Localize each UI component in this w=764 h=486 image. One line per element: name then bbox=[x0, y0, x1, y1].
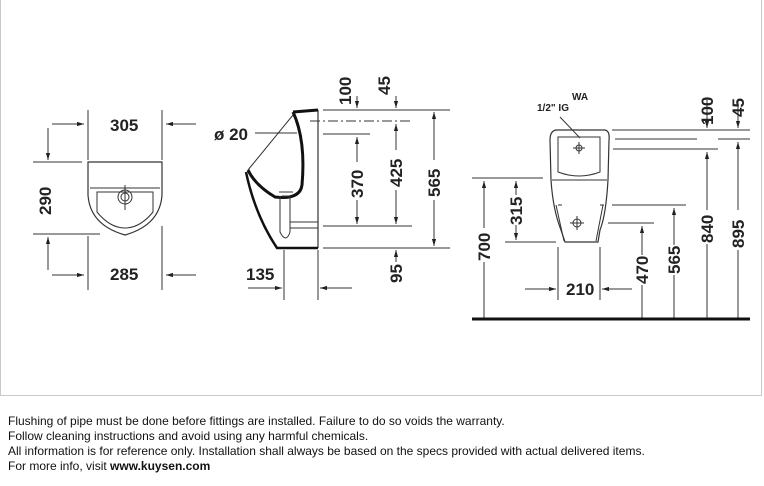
dim-285: 285 bbox=[110, 265, 138, 284]
dim-210: 210 bbox=[566, 280, 594, 299]
drawing-frame bbox=[0, 0, 762, 396]
dim-895: 895 bbox=[729, 220, 748, 248]
dim-700: 700 bbox=[475, 233, 494, 261]
technical-drawing: 305 290 285 ø 20 100 45 370 425 565 95 1… bbox=[33, 76, 750, 321]
dim-370: 370 bbox=[348, 170, 367, 198]
dim-side-100: 100 bbox=[336, 77, 355, 105]
water-inlet-label: WA bbox=[572, 92, 588, 103]
dim-front-100: 100 bbox=[698, 97, 717, 125]
dim-135: 135 bbox=[246, 265, 274, 284]
more-info-text: For more info, visit bbox=[8, 459, 111, 473]
dim-front-565: 565 bbox=[665, 246, 684, 274]
dim-425: 425 bbox=[387, 159, 406, 187]
dim-840: 840 bbox=[698, 215, 717, 243]
note-more-info: For more info, visit www.kuysen.com bbox=[8, 459, 645, 474]
dim-diameter-20: ø 20 bbox=[214, 125, 248, 144]
dim-front-45: 45 bbox=[729, 98, 748, 117]
dim-305: 305 bbox=[110, 116, 138, 135]
note-flushing: Flushing of pipe must be done before fit… bbox=[8, 414, 505, 428]
installation-notes: Flushing of pipe must be done before fit… bbox=[8, 414, 645, 474]
website-link[interactable]: www.kuysen.com bbox=[110, 459, 211, 473]
dim-side-45: 45 bbox=[375, 76, 394, 95]
front-view bbox=[472, 100, 750, 321]
note-reference: All information is for reference only. I… bbox=[8, 444, 645, 458]
dim-290: 290 bbox=[36, 187, 55, 215]
top-view bbox=[33, 110, 196, 290]
note-cleaning: Follow cleaning instructions and avoid u… bbox=[8, 429, 369, 443]
dim-315: 315 bbox=[507, 197, 526, 225]
water-inlet-size: 1/2" IG bbox=[537, 103, 569, 114]
dim-side-565: 565 bbox=[425, 169, 444, 197]
dim-95: 95 bbox=[387, 264, 406, 283]
dim-470: 470 bbox=[633, 256, 652, 284]
side-view bbox=[244, 96, 450, 300]
